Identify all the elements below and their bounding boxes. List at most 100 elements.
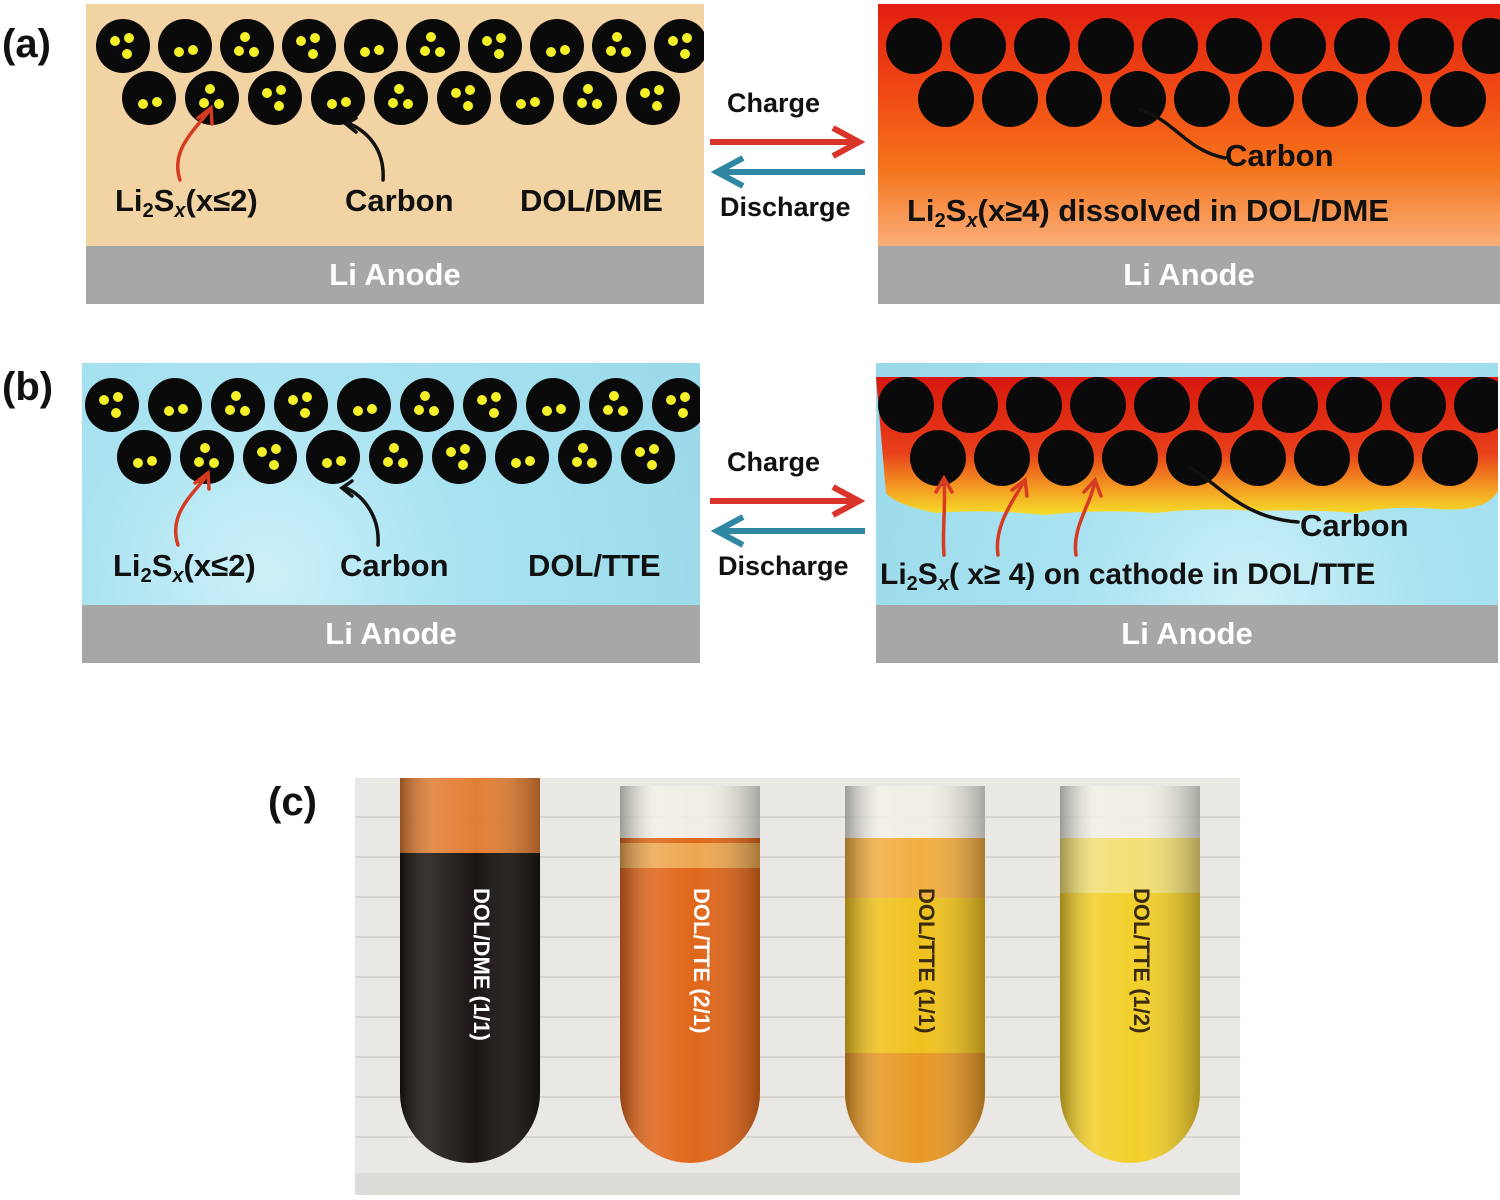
sulfide-dot: [388, 98, 398, 108]
sulfide-dot: [577, 98, 587, 108]
charge-discharge-arrows: [710, 484, 866, 548]
sulfide-dot: [122, 49, 132, 59]
charge-discharge-arrows: [710, 125, 866, 189]
sulfide-dot: [389, 443, 399, 453]
sulfide-dot: [435, 47, 445, 57]
sulfide-dot: [276, 85, 286, 95]
sulfide-dot: [200, 443, 210, 453]
panel-a-charged-cell: Li Anode: [878, 4, 1500, 304]
sulfide-dot: [341, 97, 351, 107]
li-anode: Li Anode: [878, 246, 1500, 304]
carbon-particle: [1134, 377, 1190, 433]
carbon-particle: [1422, 430, 1478, 486]
carbon-particle: [592, 19, 646, 73]
carbon-particle: [468, 19, 522, 73]
sulfide-dot: [458, 460, 468, 470]
carbon-particle: [495, 430, 549, 484]
carbon-particle: [654, 19, 704, 73]
panel-b-letter: (b): [2, 365, 54, 409]
sulfide-dot: [205, 84, 215, 94]
carbon-particle: [1294, 430, 1350, 486]
sulfide-dot: [269, 460, 279, 470]
carbon-particle: [374, 71, 428, 125]
sulfide-dot: [603, 405, 613, 415]
carbon-particle: [369, 430, 423, 484]
discharge-label: Discharge: [718, 551, 849, 581]
li-anode: Li Anode: [86, 246, 704, 304]
carbon-particle: [950, 18, 1006, 74]
carbon-particle: [282, 19, 336, 73]
sulfide-dot: [572, 457, 582, 467]
sulfide-dot: [460, 444, 470, 454]
carbon-particle: [1070, 377, 1126, 433]
panel-b-left-particles: [85, 378, 700, 484]
sulfide-dot: [678, 408, 688, 418]
carbon-particle: [1046, 71, 1102, 127]
carbon-label: Carbon: [1225, 138, 1334, 173]
sulfide-dot: [560, 45, 570, 55]
sulfide-dot: [336, 456, 346, 466]
sulfide-dot: [403, 99, 413, 109]
sulfide-dot: [556, 404, 566, 414]
sulfide-dot: [296, 36, 306, 46]
sulfide-dot: [668, 36, 678, 46]
carbon-particle: [1454, 377, 1498, 433]
carbon-particle: [306, 430, 360, 484]
sulfide-dot: [530, 97, 540, 107]
sulfide-label: Li2Sx( x≥ 4) on cathode in DOL/TTE: [880, 558, 1376, 595]
carbon-particle: [589, 378, 643, 432]
sulfide-dot: [138, 99, 148, 109]
carbon-particle: [1462, 18, 1500, 74]
sulfide-dot: [209, 458, 219, 468]
sulfide-dot: [288, 395, 298, 405]
sulfide-dot: [578, 443, 588, 453]
sulfide-dot: [178, 404, 188, 414]
tube-label: DOL/DME (1/1): [469, 888, 494, 1041]
sulfide-dot: [398, 458, 408, 468]
sulfide-dot: [420, 46, 430, 56]
sulfide-dot: [606, 46, 616, 56]
carbon-particle: [400, 378, 454, 432]
test-tube: DOL/DME (1/1): [400, 778, 540, 1163]
sulfide-dot: [225, 405, 235, 415]
charge-label: Charge: [727, 88, 821, 118]
pointer-arrows: [173, 104, 1300, 557]
carbon-particle: [311, 71, 365, 125]
sulfide-dot: [322, 458, 332, 468]
carbon-particle: [563, 71, 617, 125]
sulfide-dot: [147, 456, 157, 466]
carbon-particle: [220, 19, 274, 73]
carbon-particle: [185, 71, 239, 125]
sulfide-dot: [374, 45, 384, 55]
solvent-label: DOL/DME: [520, 183, 663, 218]
sulfide-dot: [647, 460, 657, 470]
carbon-particle: [1014, 18, 1070, 74]
sulfide-dot: [327, 99, 337, 109]
discharge-label: Discharge: [720, 192, 851, 222]
carbon-label: Carbon: [345, 183, 454, 218]
carbon-particle: [1038, 430, 1094, 486]
sulfide-dot: [477, 395, 487, 405]
carbon-particle: [1334, 18, 1390, 74]
sulfide-dot: [680, 49, 690, 59]
carbon-particle: [1238, 71, 1294, 127]
carbon-particle: [918, 71, 974, 127]
sulfide-dot: [262, 88, 272, 98]
sulfide-dot: [164, 406, 174, 416]
sulfide-dot: [489, 408, 499, 418]
test-tube: DOL/TTE (1/2): [1060, 786, 1200, 1163]
carbon-particle: [526, 378, 580, 432]
panel-a-discharged-cell: Li Anode: [86, 4, 704, 304]
tube-label: DOL/TTE (1/1): [914, 888, 939, 1033]
carbon-particle: [1302, 71, 1358, 127]
sulfide-dot: [174, 47, 184, 57]
carbon-particle: [1206, 18, 1262, 74]
sulfide-dot: [113, 392, 123, 402]
test-tube: DOL/TTE (2/1): [620, 786, 760, 1163]
sulfide-label: Li2Sx(x≥4) dissolved in DOL/DME: [907, 193, 1389, 232]
sulfide-dot: [310, 33, 320, 43]
carbon-particle: [1358, 430, 1414, 486]
sulfide-dot: [240, 32, 250, 42]
sulfide-dot: [274, 101, 284, 111]
sulfide-dot: [612, 32, 622, 42]
